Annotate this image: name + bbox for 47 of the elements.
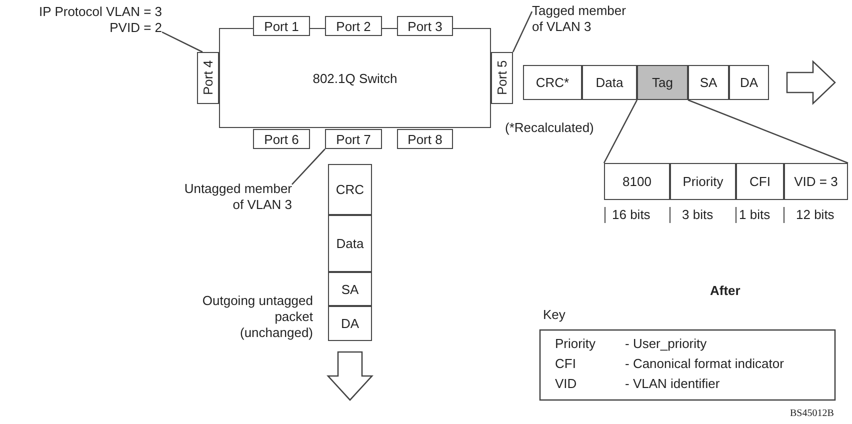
packet-field: VID = 3 bbox=[784, 163, 848, 200]
packet-field: SA bbox=[328, 272, 372, 306]
key-term: Priority bbox=[555, 336, 596, 352]
packet-field: Data bbox=[582, 65, 637, 100]
packet-field: CRC* bbox=[523, 65, 582, 100]
key-definition: - Canonical format indicator bbox=[625, 356, 784, 372]
leader-line bbox=[162, 32, 203, 53]
port-box: Port 6 bbox=[253, 129, 310, 149]
annotation-text: Tagged member of VLAN 3 bbox=[532, 3, 626, 34]
leader-line bbox=[292, 148, 326, 185]
expansion-line bbox=[688, 99, 848, 164]
hollow-arrow bbox=[326, 351, 374, 401]
packet-field: DA bbox=[729, 65, 769, 100]
bit-width-label: 12 bits bbox=[796, 207, 834, 223]
section-heading: After bbox=[710, 283, 740, 299]
caption-text: Outgoing untagged packet (unchanged) bbox=[201, 293, 313, 341]
note-text: (*Recalculated) bbox=[505, 120, 594, 136]
annotation-text: Untagged member of VLAN 3 bbox=[184, 181, 292, 212]
packet-field: SA bbox=[688, 65, 729, 100]
bit-width-label: 16 bits bbox=[612, 207, 650, 223]
port-box: Port 2 bbox=[325, 16, 382, 36]
port-box: Port 3 bbox=[397, 16, 453, 36]
packet-field: DA bbox=[328, 306, 372, 341]
port-box: Port 8 bbox=[397, 129, 453, 149]
hollow-arrow bbox=[786, 60, 836, 106]
bit-width-label: 1 bits bbox=[739, 207, 770, 223]
key-term: VID bbox=[555, 376, 577, 392]
key-definition: - User_priority bbox=[625, 336, 707, 352]
leader-line bbox=[512, 11, 533, 52]
port-box: Port 4 bbox=[197, 52, 219, 104]
key-definition: - VLAN identifier bbox=[625, 376, 720, 392]
packet-field: Priority bbox=[670, 163, 736, 200]
packet-field: Data bbox=[328, 215, 372, 272]
annotation-text: PVID = 2 bbox=[110, 20, 162, 35]
packet-field: 8100 bbox=[604, 163, 670, 200]
port-box: Port 7 bbox=[325, 129, 382, 149]
port-box: Port 1 bbox=[253, 16, 310, 36]
packet-field: CRC bbox=[328, 164, 372, 215]
port-box: Port 5 bbox=[491, 52, 513, 104]
key-term: CFI bbox=[555, 356, 576, 372]
annotation-text: IP Protocol VLAN = 3 bbox=[39, 4, 162, 19]
key-heading: Key bbox=[543, 307, 566, 323]
packet-field: Tag bbox=[637, 65, 688, 100]
packet-field: CFI bbox=[736, 163, 784, 200]
expansion-line bbox=[603, 100, 638, 164]
bit-width-label: 3 bits bbox=[682, 207, 714, 223]
figure-id: BS45012B bbox=[790, 407, 834, 421]
